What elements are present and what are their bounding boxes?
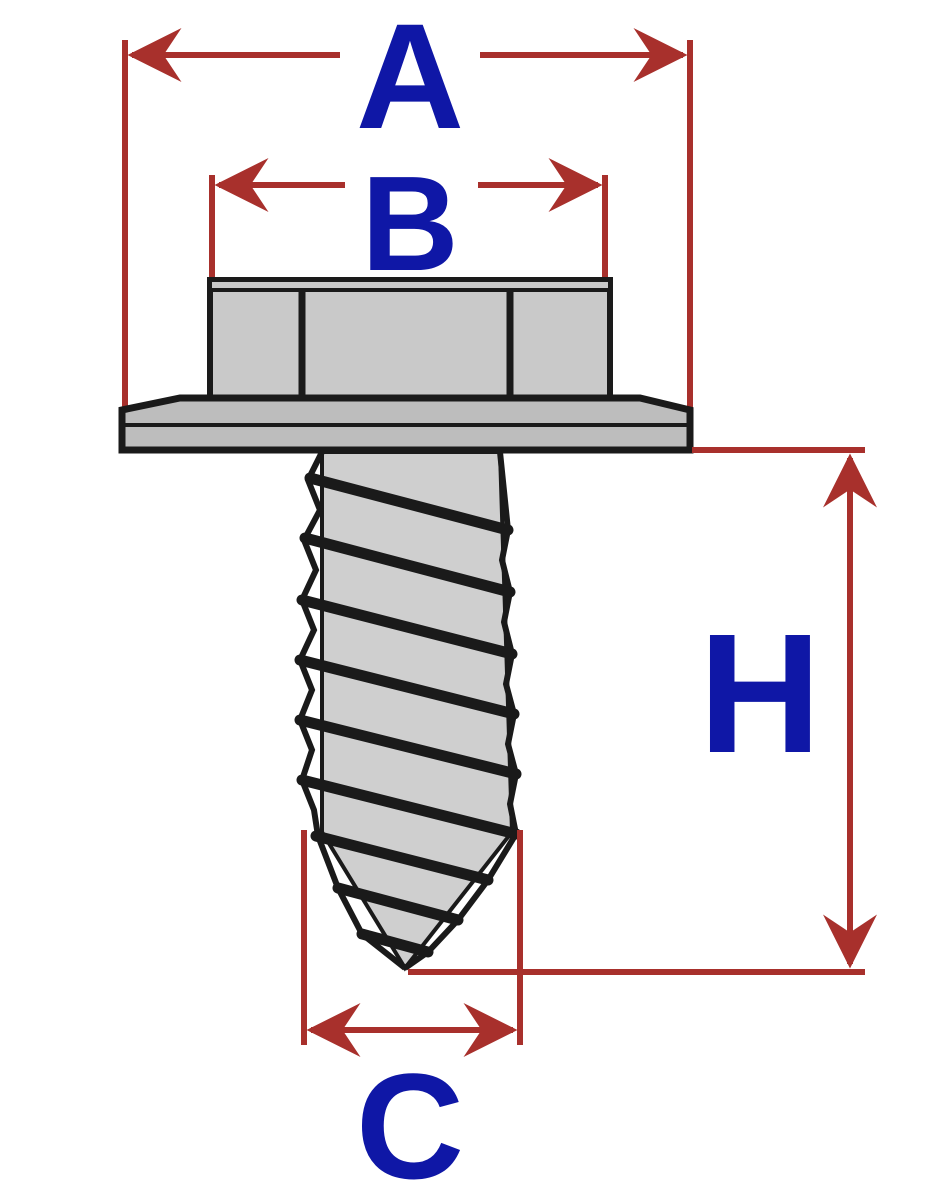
dimension-h: [408, 447, 877, 975]
shank-threads: [294, 472, 522, 958]
dimension-c: [301, 830, 523, 1057]
label-a: A: [356, 0, 464, 160]
screw-shank: [294, 450, 522, 972]
dimension-a: [122, 28, 693, 420]
screw-washer: [118, 394, 694, 454]
label-h: H: [699, 599, 822, 789]
screw-head: [207, 277, 613, 401]
label-c: C: [356, 1042, 464, 1200]
label-b: B: [361, 148, 459, 299]
hex-head-top-edge: [208, 278, 612, 292]
hex-head-body: [207, 277, 613, 401]
shank-outline-left: [296, 450, 407, 971]
dimension-b: [209, 158, 608, 285]
shank-outline-right: [403, 451, 520, 971]
